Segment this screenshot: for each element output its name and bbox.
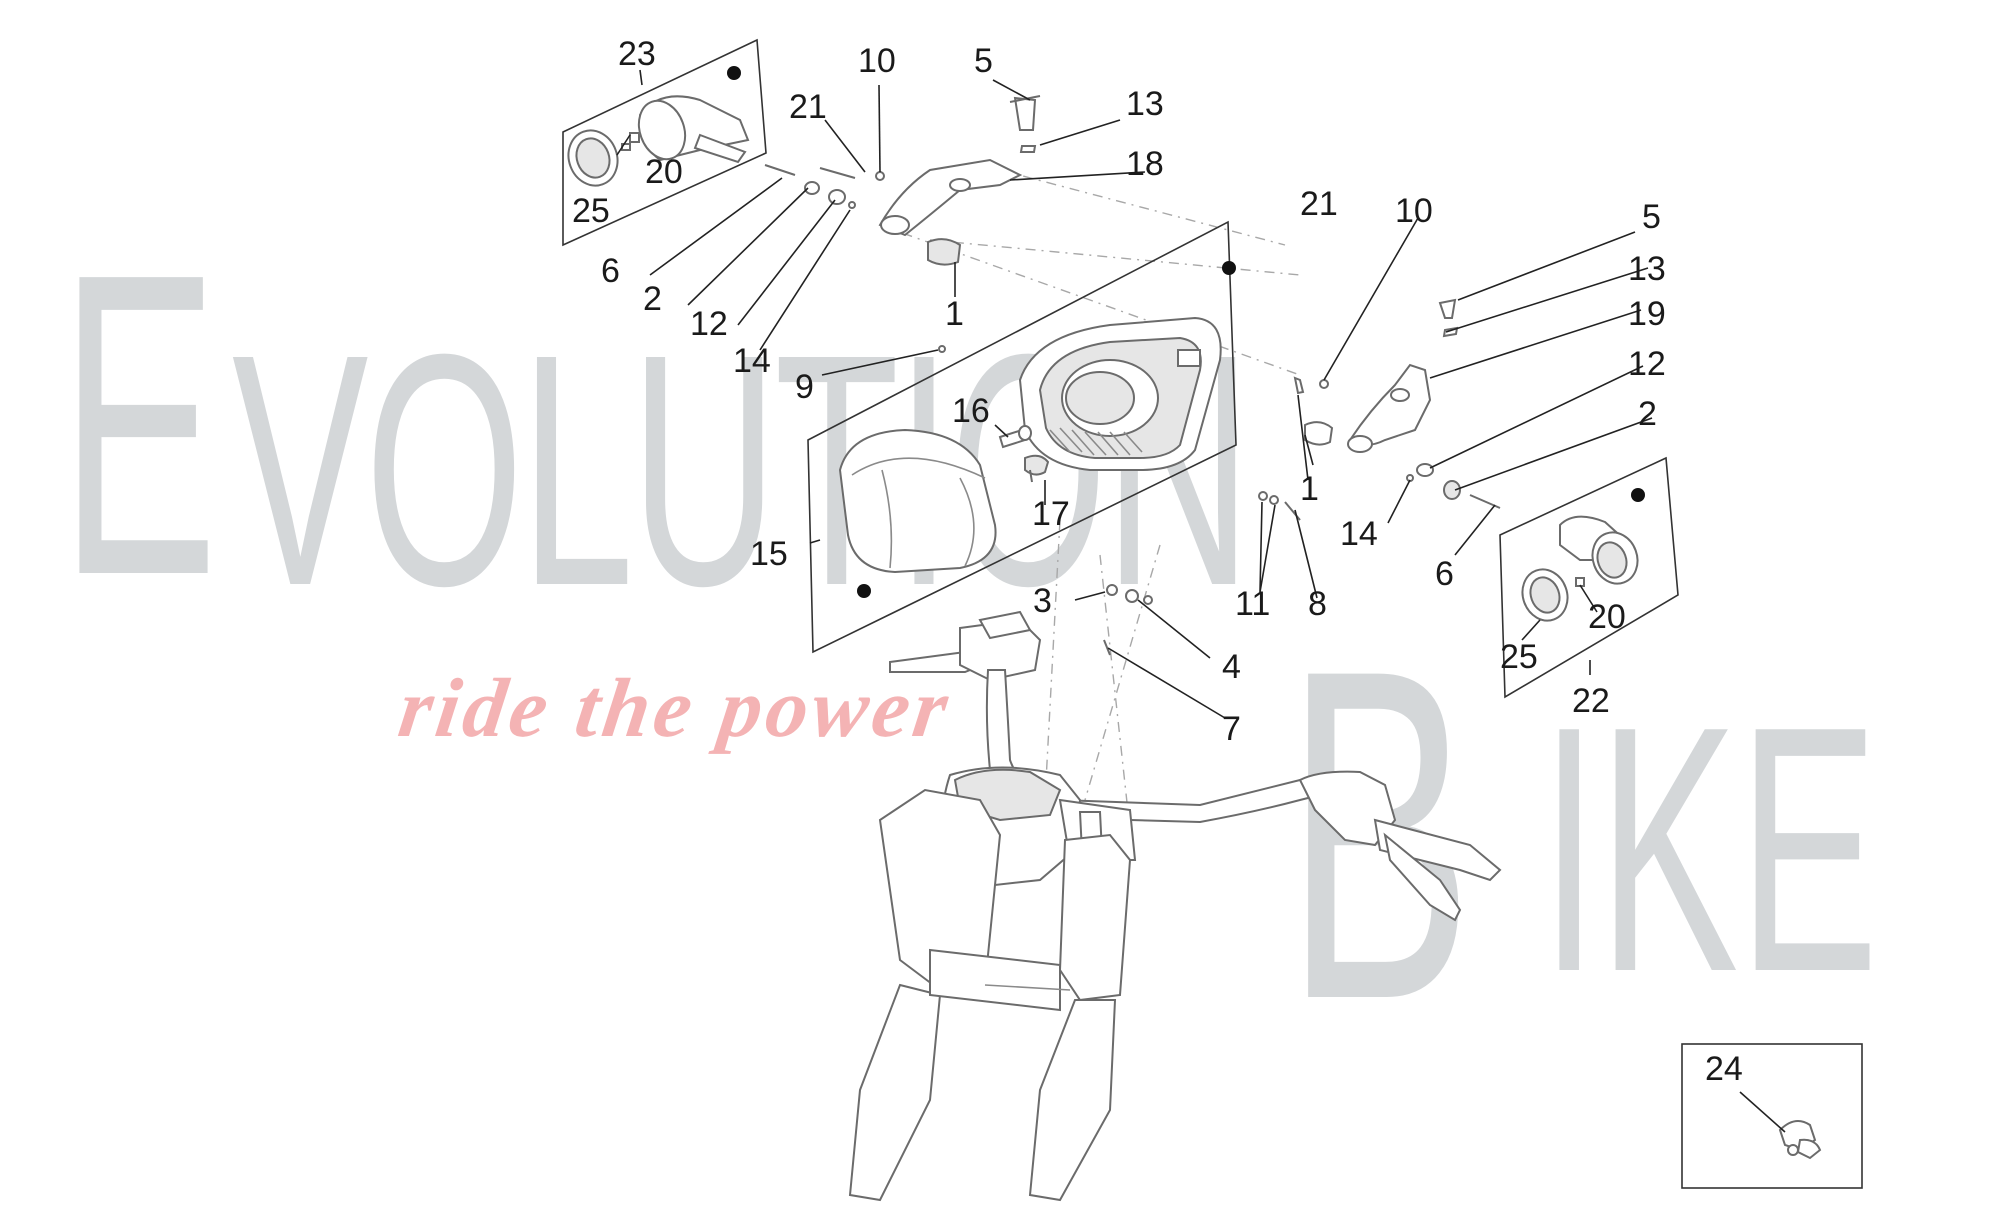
handlebar-assembly <box>848 610 1502 1202</box>
callout-18: 18 <box>1126 145 1164 183</box>
callout-4: 4 <box>1222 648 1241 686</box>
callout-3: 3 <box>1033 582 1052 620</box>
callout-8: 8 <box>1308 585 1327 623</box>
callout-15: 15 <box>750 535 788 573</box>
callout-25-left: 25 <box>572 192 610 230</box>
callout-23: 23 <box>618 35 656 73</box>
left-bracket <box>878 95 1041 237</box>
callout-19: 19 <box>1628 295 1666 333</box>
callout-20-left: 20 <box>645 153 683 191</box>
callout-5-left: 5 <box>974 42 993 80</box>
callout-7: 7 <box>1222 710 1241 748</box>
left-indicator-group <box>562 38 767 247</box>
callout-12-right: 12 <box>1628 345 1666 383</box>
headlight-group <box>807 220 1237 654</box>
callout-20-right: 20 <box>1588 598 1626 636</box>
callout-1-left: 1 <box>945 295 964 333</box>
callout-22: 22 <box>1572 682 1610 720</box>
callout-24: 24 <box>1705 1050 1743 1088</box>
callout-2-right: 2 <box>1638 395 1657 433</box>
callout-14-left: 14 <box>733 342 771 380</box>
callout-16: 16 <box>952 392 990 430</box>
callout-13-right: 13 <box>1628 250 1666 288</box>
callout-labels: 23 20 25 6 2 12 14 21 10 5 13 18 1 9 16 … <box>572 35 1743 1088</box>
callout-10-left: 10 <box>858 42 896 80</box>
callout-6-right: 6 <box>1435 555 1454 593</box>
center-hardware <box>1103 491 1301 656</box>
callout-2-left: 2 <box>643 280 662 318</box>
callout-12-left: 12 <box>690 305 728 343</box>
callout-10-right: 10 <box>1395 192 1433 230</box>
callout-21-left: 21 <box>789 88 827 126</box>
callout-25-right: 25 <box>1500 638 1538 676</box>
callout-13-left: 13 <box>1126 85 1164 123</box>
callout-9: 9 <box>795 368 814 406</box>
leader-lines <box>616 69 1786 1133</box>
callout-11: 11 <box>1235 585 1270 623</box>
right-bracket <box>1293 298 1501 509</box>
watermark-letters-ike: IKE <box>1540 654 1879 1045</box>
right-indicator-group <box>1499 456 1679 699</box>
part-24-group <box>1681 1043 1863 1189</box>
callout-6-left: 6 <box>601 252 620 290</box>
callout-1-right: 1 <box>1300 470 1319 508</box>
callout-21-right: 21 <box>1300 185 1338 223</box>
callout-17: 17 <box>1032 495 1070 533</box>
callout-5-right: 5 <box>1642 198 1661 236</box>
watermark-letter-e: E <box>60 185 218 665</box>
callout-14-right: 14 <box>1340 515 1378 553</box>
